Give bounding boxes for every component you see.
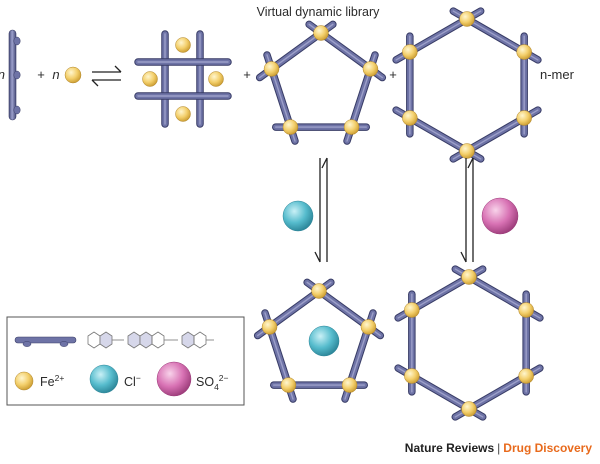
plus-sign: +	[37, 67, 45, 82]
legend-cl-label: Cl−	[124, 373, 141, 389]
hexamer-so4-templated-complex	[394, 265, 544, 421]
fe-node	[343, 119, 360, 135]
legend-so4-swatch	[156, 361, 192, 397]
fe-node	[362, 61, 379, 77]
ion-coefficient: n	[52, 67, 59, 82]
ligand-rod	[8, 29, 21, 121]
fe-node	[175, 37, 191, 53]
ligand-structure-icon	[87, 331, 214, 349]
equilibrium-arrows-icon	[91, 65, 122, 87]
fe-node	[263, 61, 280, 77]
fe-node	[461, 401, 477, 417]
fe-node	[313, 25, 329, 41]
fe-node	[516, 44, 532, 60]
library-equilibrium-arrows	[314, 157, 474, 263]
chloride-ion-template	[282, 200, 314, 232]
legend-so4-label: SO42−	[196, 373, 229, 392]
fe-node	[461, 269, 477, 285]
legend-fe-swatch	[14, 371, 34, 391]
rod-coefficient: n	[0, 67, 5, 82]
fe-node	[404, 302, 420, 318]
hexamer-helicate-complex	[392, 7, 542, 163]
fe-ion-reactant	[64, 66, 82, 84]
legend-box: Fe2+ Cl− SO42−	[6, 316, 245, 406]
fe-node	[402, 44, 418, 60]
fe-node	[341, 377, 358, 393]
fe-node	[280, 377, 297, 393]
pentamer-cl-templated-complex	[253, 278, 385, 403]
legend-fe-label: Fe2+	[40, 373, 64, 389]
fe-node	[261, 319, 278, 335]
diagram-title: Virtual dynamic library	[257, 5, 380, 19]
sulfate-ion-template	[481, 197, 519, 235]
plus-sign-3: +	[389, 67, 397, 82]
fe-node	[518, 302, 534, 318]
fe-node	[402, 110, 418, 126]
fe-node	[208, 71, 224, 87]
fe-node	[404, 368, 420, 384]
plus-sign-2: +	[243, 67, 251, 82]
tetramer-grid-complex	[134, 30, 232, 128]
credit-separator: |	[497, 441, 501, 455]
journal-credit: Nature Reviews|Drug Discovery	[405, 441, 592, 455]
journal-section: Drug Discovery	[503, 441, 592, 455]
legend-rod-symbol	[14, 336, 77, 347]
n-mer-label: n-mer	[540, 67, 575, 82]
fe-node	[142, 71, 158, 87]
fe-node	[459, 143, 475, 159]
legend-cl-swatch	[89, 364, 119, 394]
fe-node	[311, 283, 327, 299]
encapsulated-chloride-ion	[308, 325, 340, 357]
pentamer-helicate-complex	[255, 20, 387, 145]
fe-node	[518, 368, 534, 384]
complex-library	[134, 7, 544, 421]
fe-node	[360, 319, 377, 335]
fe-node	[459, 11, 475, 27]
fe-node	[282, 119, 299, 135]
fe-node	[516, 110, 532, 126]
fe-node	[175, 106, 191, 122]
journal-name: Nature Reviews	[404, 441, 495, 455]
